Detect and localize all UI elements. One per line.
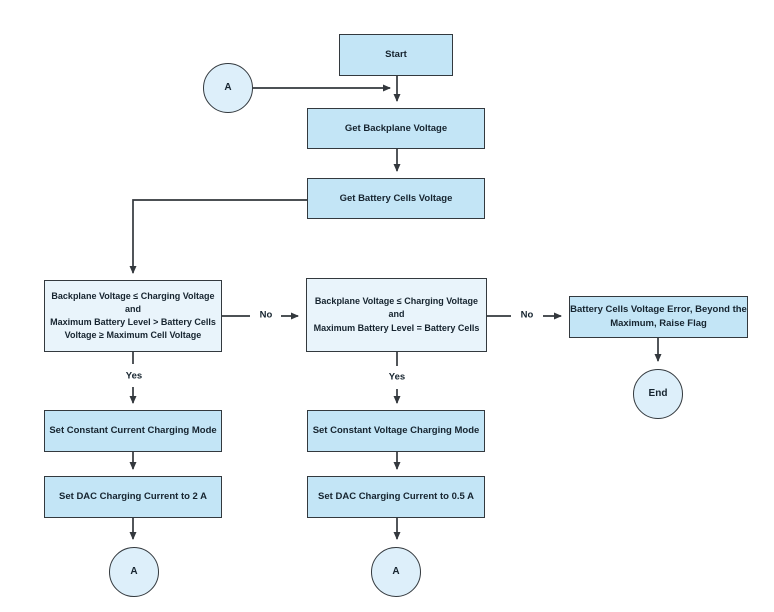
error-flag-node: Battery Cells Voltage Error, Beyond the … [569, 296, 748, 338]
edge-label-yes-constant-current: Yes [123, 370, 145, 382]
set-dac-current-05a-node: Set DAC Charging Current to 0.5 A [307, 476, 485, 518]
end-node: End [633, 369, 683, 419]
edge-label-yes-constant-voltage: Yes [386, 371, 408, 383]
connector-a-entry-node: A [203, 63, 253, 113]
edge-label-no-to-constant-voltage: No [257, 309, 275, 321]
decision-constant-current-node: Backplane Voltage ≤ Charging Voltage and… [44, 280, 222, 352]
decision-constant-voltage-node: Backplane Voltage ≤ Charging Voltage and… [306, 278, 487, 352]
set-dac-current-2a-node: Set DAC Charging Current to 2 A [44, 476, 222, 518]
get-backplane-voltage-node: Get Backplane Voltage [307, 108, 485, 149]
connector-a-exit-middle-node: A [371, 547, 421, 597]
get-battery-cells-voltage-node: Get Battery Cells Voltage [307, 178, 485, 219]
start-node: Start [339, 34, 453, 76]
edge-label-no-to-error: No [518, 309, 536, 321]
connector-a-exit-left-node: A [109, 547, 159, 597]
set-constant-voltage-mode-node: Set Constant Voltage Charging Mode [307, 410, 485, 452]
set-constant-current-mode-node: Set Constant Current Charging Mode [44, 410, 222, 452]
